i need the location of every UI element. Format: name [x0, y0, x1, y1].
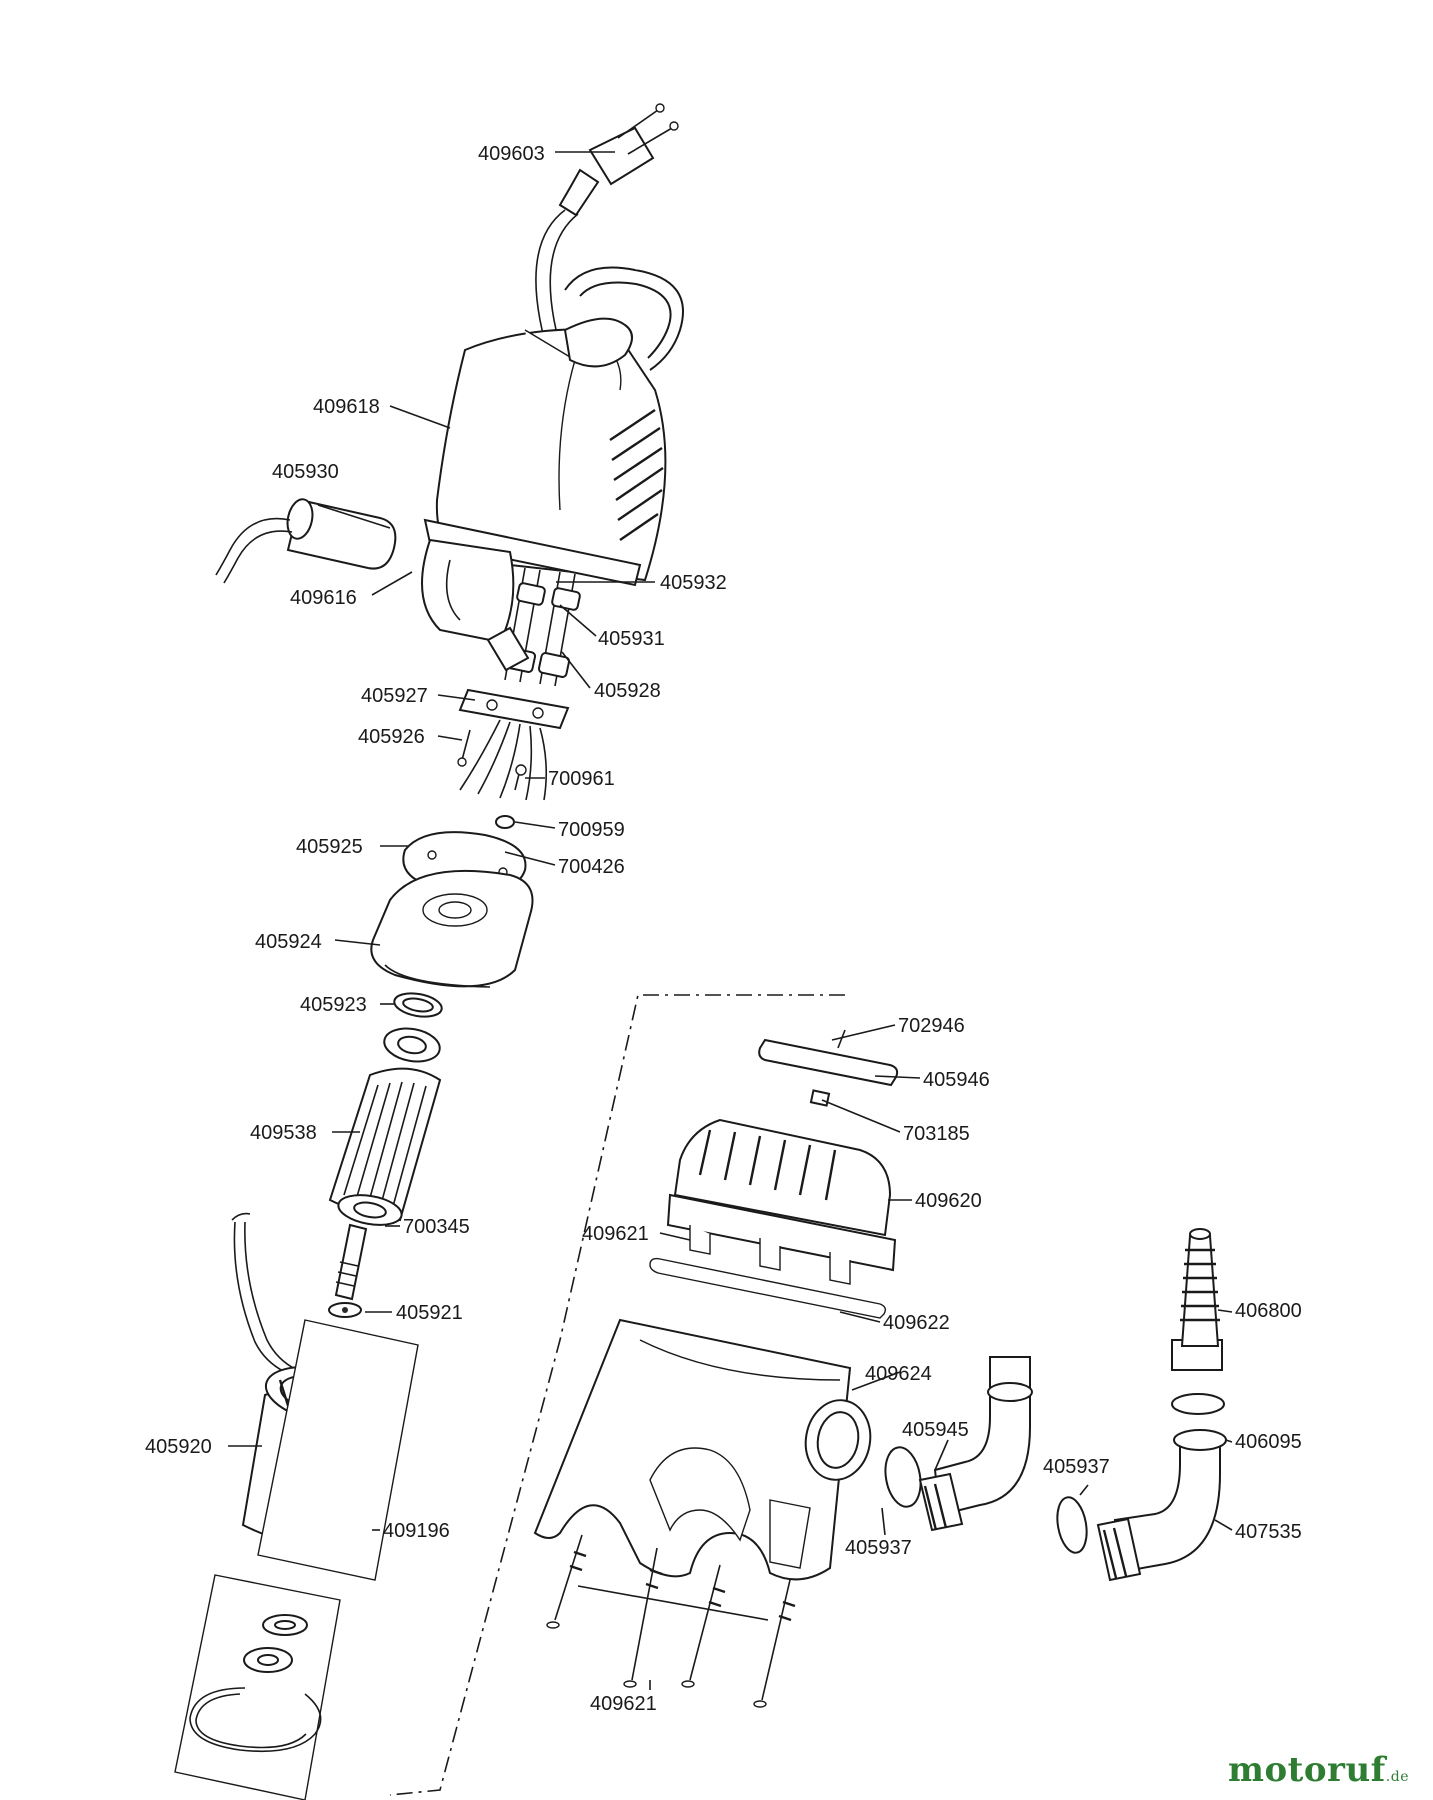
part-number: 405920 — [145, 1436, 212, 1458]
part-labels: 409603 409618 405930 409616 405932 40593… — [145, 143, 1302, 1715]
cable-gland-drawing — [458, 567, 581, 801]
long-screws-drawing — [546, 1534, 796, 1708]
part-number: 405931 — [598, 628, 665, 650]
bearing-cover-drawing — [370, 831, 534, 988]
leader-lines — [228, 151, 1233, 1690]
part-number: 405921 — [396, 1302, 463, 1324]
part-number: 409196 — [383, 1520, 450, 1542]
part-number: 409620 — [915, 1190, 982, 1212]
part-number: 405927 — [361, 685, 428, 707]
part-number: 405923 — [300, 994, 367, 1016]
explosion-line — [389, 994, 845, 1796]
capacitor-drawing — [215, 498, 397, 584]
part-number: 405937 — [845, 1537, 912, 1559]
part-number: 405932 — [660, 572, 727, 594]
part-number: 405926 — [358, 726, 425, 748]
motor-housing-drawing — [421, 266, 684, 644]
impeller-drawing — [649, 1029, 899, 1319]
part-number: 405937 — [1043, 1456, 1110, 1478]
part-number: 409621 — [590, 1693, 657, 1715]
part-number: 407535 — [1235, 1521, 1302, 1543]
part-number: 405945 — [902, 1419, 969, 1441]
part-number: 405928 — [594, 680, 661, 702]
part-number: 405930 — [272, 461, 339, 483]
fittings-drawing — [884, 1228, 1227, 1582]
part-number: 702946 — [898, 1015, 965, 1037]
watermark-suffix: .de — [1385, 1769, 1409, 1785]
part-number: 409621 — [582, 1223, 649, 1245]
part-number: 700959 — [558, 819, 625, 841]
part-number: 409616 — [290, 587, 357, 609]
pump-body-drawing — [533, 1318, 872, 1581]
part-number: 700961 — [548, 768, 615, 790]
part-number: 703185 — [903, 1123, 970, 1145]
watermark-brand: motoruf — [1228, 1750, 1386, 1790]
part-number: 409603 — [478, 143, 545, 165]
part-number: 700345 — [403, 1216, 470, 1238]
part-number: 405924 — [255, 931, 322, 953]
part-number: 409624 — [865, 1363, 932, 1385]
part-number: 405946 — [923, 1069, 990, 1091]
stator-drawing — [231, 1212, 419, 1581]
part-number: 409538 — [250, 1122, 317, 1144]
rotor-drawing — [328, 992, 443, 1318]
part-number: 409618 — [313, 396, 380, 418]
part-number: 406095 — [1235, 1431, 1302, 1453]
part-number: 700426 — [558, 856, 625, 878]
part-number: 406800 — [1235, 1300, 1302, 1322]
motoruf-watermark: motoruf.de — [1228, 1750, 1409, 1790]
seal-circlip-drawing — [174, 1574, 341, 1800]
part-number: 405925 — [296, 836, 363, 858]
part-number: 409622 — [883, 1312, 950, 1334]
